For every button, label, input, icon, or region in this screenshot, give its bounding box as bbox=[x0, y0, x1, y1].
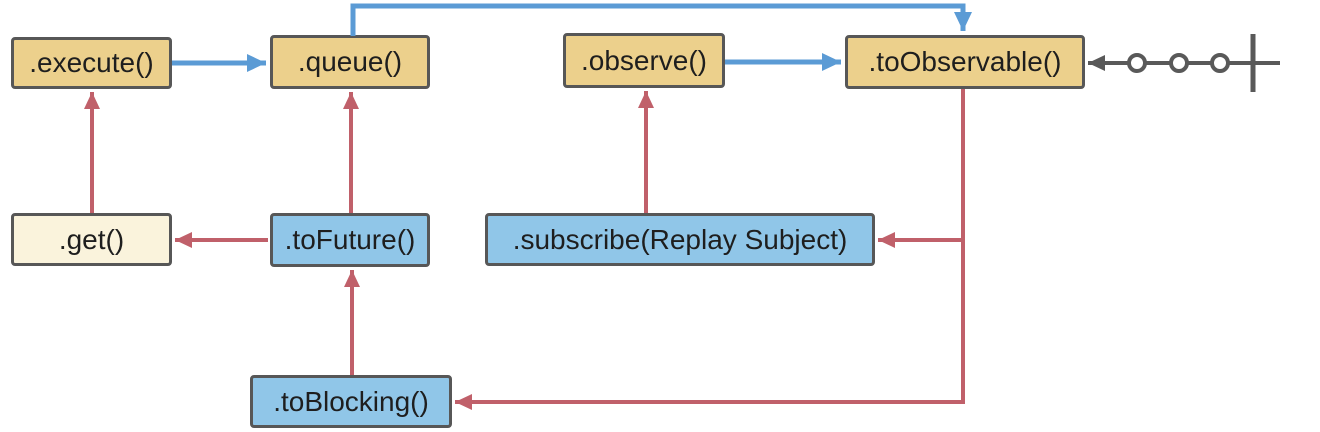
marble-stream bbox=[1088, 34, 1280, 92]
node-subscribe: .subscribe(Replay Subject) bbox=[485, 213, 875, 266]
node-to-future: .toFuture() bbox=[270, 213, 430, 267]
node-observe: .observe() bbox=[563, 33, 725, 88]
node-to-blocking-label: .toBlocking() bbox=[273, 385, 429, 417]
marble-event-icon bbox=[1127, 53, 1147, 73]
node-to-observable-label: .toObservable() bbox=[868, 46, 1062, 77]
node-queue-label: .queue() bbox=[297, 46, 403, 77]
node-get-label: .get() bbox=[58, 223, 125, 255]
arrow-queue-to-toobservable bbox=[350, 3, 972, 36]
node-get: .get() bbox=[11, 213, 172, 266]
node-to-future-label: .toFuture() bbox=[284, 224, 416, 255]
node-execute: .execute() bbox=[11, 37, 172, 89]
node-observe-label: .observe() bbox=[580, 44, 708, 76]
node-execute-label: .execute() bbox=[29, 47, 154, 78]
node-subscribe-label: .subscribe(Replay Subject) bbox=[512, 223, 848, 255]
marble-event-icon bbox=[1210, 53, 1230, 73]
node-to-observable: .toObservable() bbox=[845, 35, 1085, 89]
node-queue: .queue() bbox=[270, 35, 430, 89]
marble-event-icon bbox=[1169, 53, 1189, 73]
node-to-blocking: .toBlocking() bbox=[250, 375, 452, 428]
